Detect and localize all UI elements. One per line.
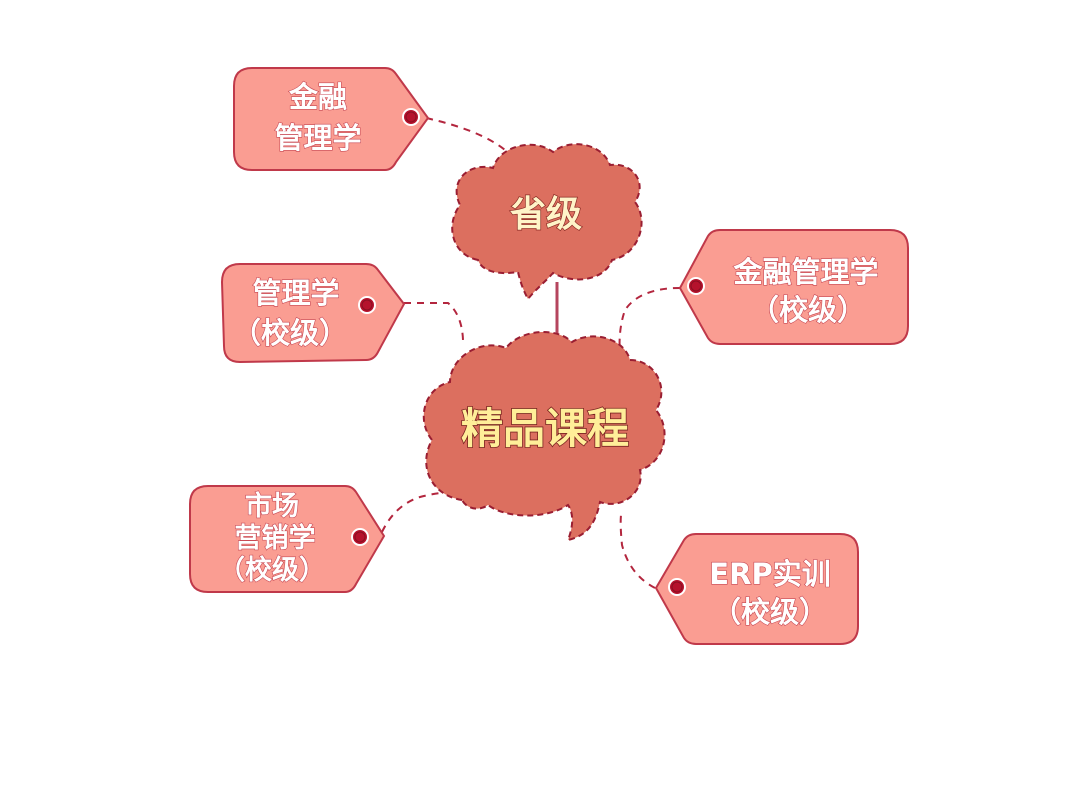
tag-management-school-line1: 管理学 bbox=[252, 276, 339, 310]
tag-financial-school-hole bbox=[687, 277, 705, 295]
tag-erp-school-line2: （校级） bbox=[712, 595, 828, 629]
cloud-provincial: 省级 bbox=[451, 143, 643, 301]
tag-management-school-hole-ring bbox=[361, 299, 373, 311]
cloud-provincial-label: 省级 bbox=[510, 194, 582, 235]
tag-marketing-school-line1: 市场 bbox=[245, 490, 299, 522]
tag-financial-provincial-shape bbox=[233, 67, 430, 171]
tag-erp-school-line1: ERP实训 bbox=[709, 557, 830, 591]
tag-financial-school-hole-ring bbox=[690, 280, 702, 292]
tag-financial-provincial-line2: 管理学 bbox=[274, 121, 361, 155]
tag-marketing-school-line2: 营销学 bbox=[235, 522, 316, 554]
tag-marketing-school-shape bbox=[189, 485, 386, 593]
connector-erp-school bbox=[619, 514, 656, 589]
tag-financial-provincial-line1: 金融 bbox=[288, 80, 347, 114]
tag-erp-school-hole bbox=[668, 578, 686, 596]
tag-management-school-shape bbox=[220, 263, 406, 364]
tag-financial-school-line2: （校级） bbox=[750, 293, 866, 327]
tag-financial-provincial[interactable]: 金融 管理学 bbox=[233, 67, 430, 171]
cloud-provincial-shape bbox=[451, 143, 643, 301]
cloud-center-label: 精品课程 bbox=[461, 404, 629, 453]
connector-financial-school bbox=[618, 287, 681, 356]
tag-financial-provincial-hole-ring bbox=[405, 111, 417, 123]
connector-financial-provincial bbox=[425, 117, 506, 151]
tag-financial-provincial-hole bbox=[402, 108, 420, 126]
tag-erp-school[interactable]: ERP实训 （校级） bbox=[654, 533, 859, 645]
tag-erp-school-hole-ring bbox=[671, 581, 683, 593]
tag-management-school[interactable]: 管理学 （校级） bbox=[220, 263, 406, 364]
tag-management-school-hole bbox=[358, 296, 376, 314]
tag-financial-school[interactable]: 金融管理学 （校级） bbox=[678, 229, 909, 345]
tag-marketing-school-line3: （校级） bbox=[218, 554, 326, 586]
connector-marketing-school bbox=[381, 491, 451, 533]
tag-management-school-line2: （校级） bbox=[232, 316, 348, 350]
cloud-center: 精品课程 bbox=[422, 331, 666, 542]
tag-marketing-school[interactable]: 市场 营销学 （校级） bbox=[189, 485, 386, 593]
tag-erp-school-shape bbox=[654, 533, 859, 645]
tag-marketing-school-hole-ring bbox=[354, 531, 366, 543]
tag-marketing-school-hole bbox=[351, 528, 369, 546]
tag-financial-school-line1: 金融管理学 bbox=[732, 255, 878, 289]
cloud-center-shape bbox=[422, 331, 666, 542]
tag-financial-school-shape bbox=[678, 229, 909, 345]
connector-management-school bbox=[404, 302, 464, 341]
